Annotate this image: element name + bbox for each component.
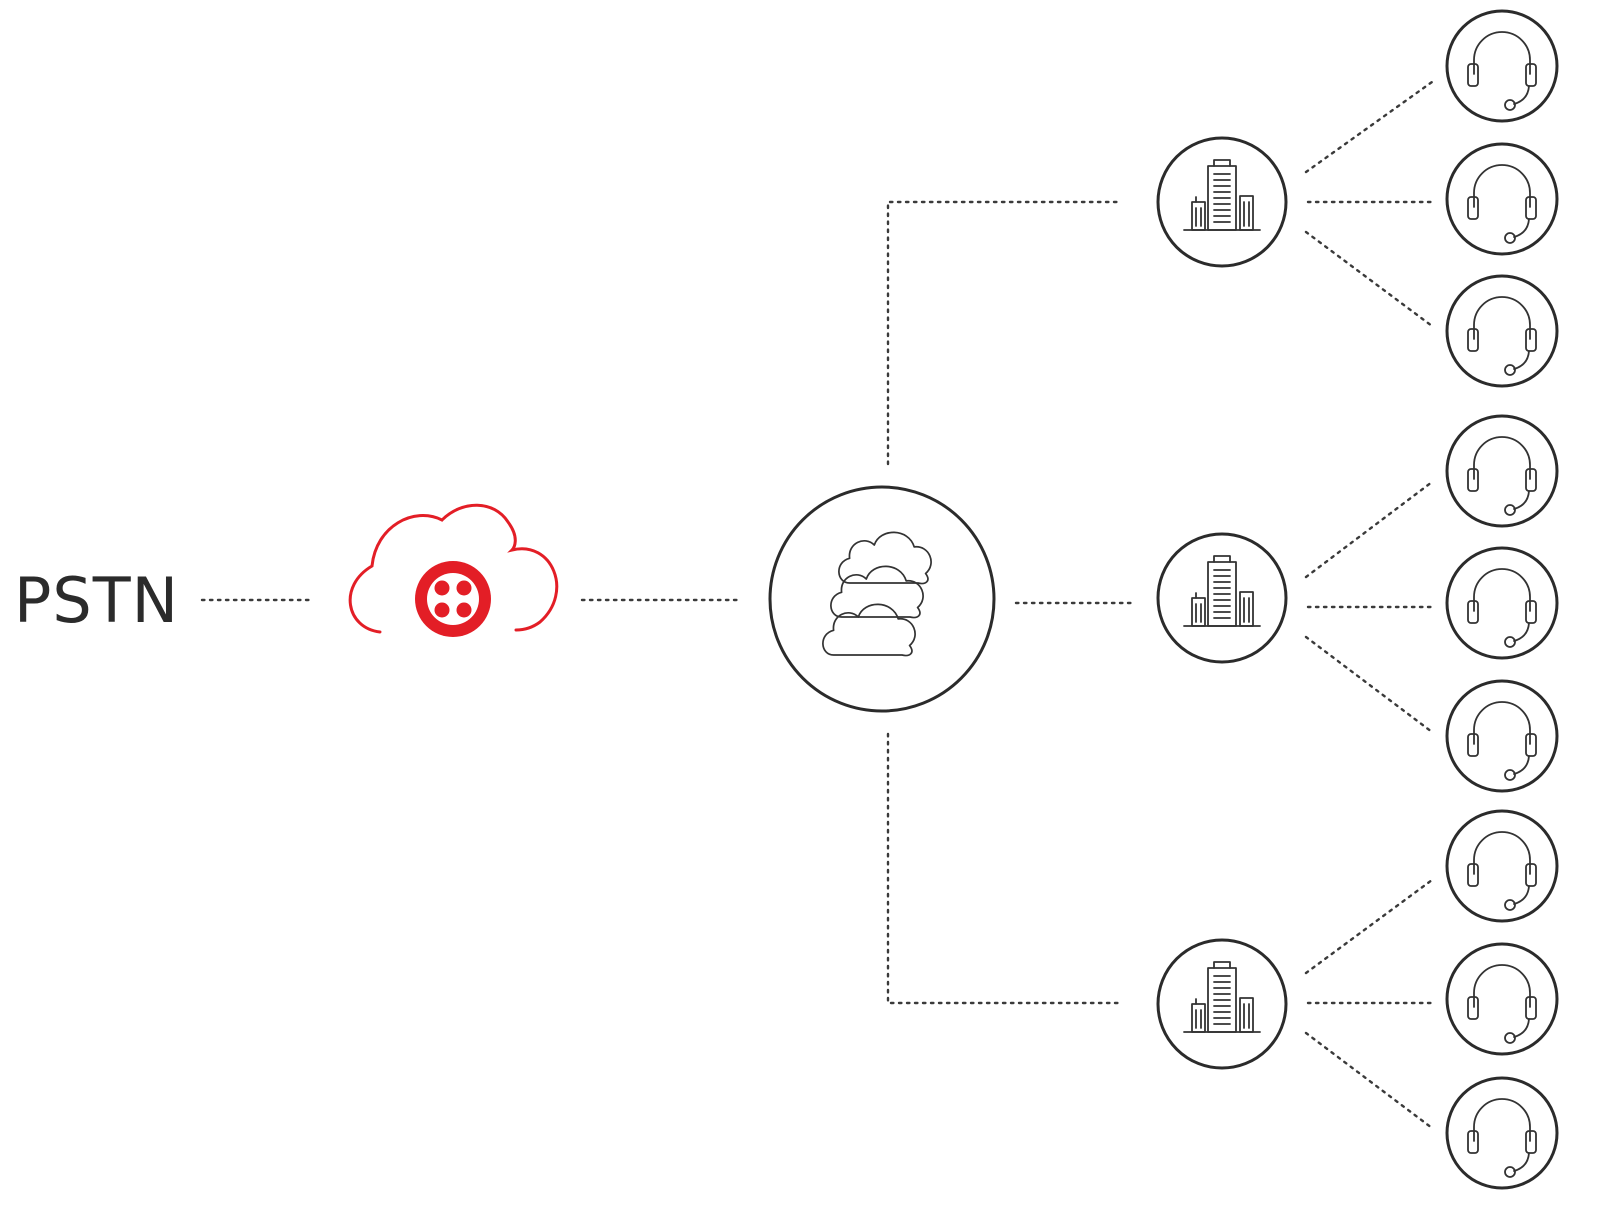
line-office3-agent3 — [1304, 1031, 1434, 1130]
agent-nodes — [1445, 9, 1559, 1190]
line-office1-agent1 — [1304, 80, 1434, 174]
connector-lines — [200, 80, 1434, 1130]
agent-node-1-3 — [1445, 274, 1559, 388]
line-hub-to-office-3 — [886, 732, 1120, 1005]
agent-node-3-3 — [1445, 1076, 1559, 1190]
agent-node-3-1 — [1445, 809, 1559, 923]
office-node-1 — [1156, 136, 1288, 268]
agent-node-1-1 — [1445, 9, 1559, 123]
twilio-cloud-logo-icon — [348, 503, 559, 637]
line-office1-agent3 — [1304, 230, 1434, 328]
pstn-label: PSTN — [14, 564, 179, 637]
line-hub-to-office-1 — [886, 200, 1120, 466]
agent-node-2-1 — [1445, 414, 1559, 528]
office-node-3 — [1156, 938, 1288, 1070]
line-office2-agent1 — [1304, 480, 1434, 579]
line-office2-agent3 — [1304, 635, 1434, 734]
agent-node-3-2 — [1445, 942, 1559, 1056]
line-office3-agent1 — [1304, 878, 1434, 975]
agent-node-2-2 — [1445, 546, 1559, 660]
agent-node-1-2 — [1445, 142, 1559, 256]
multi-cloud-hub — [768, 485, 996, 713]
office-node-2 — [1156, 532, 1288, 664]
agent-node-2-3 — [1445, 679, 1559, 793]
